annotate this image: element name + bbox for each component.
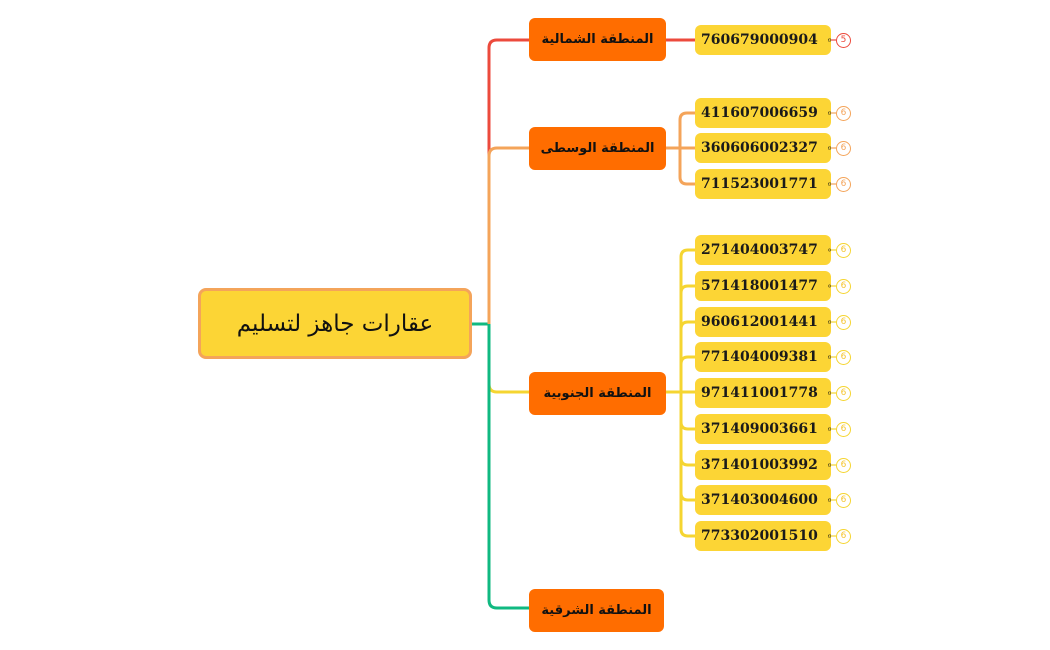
property-node[interactable]: 411607006659: [695, 98, 831, 128]
region-north[interactable]: المنطقة الشمالية: [529, 18, 666, 61]
property-number: 760679000904: [701, 32, 818, 48]
property-node[interactable]: 711523001771: [695, 169, 831, 199]
note-icon[interactable]: [828, 530, 831, 542]
count-badge[interactable]: 5: [836, 33, 851, 48]
note-icon[interactable]: [828, 423, 831, 435]
count-badge[interactable]: 6: [836, 386, 851, 401]
property-node[interactable]: 773302001510: [695, 521, 831, 551]
region-label: المنطقة الجنوبية: [543, 386, 652, 401]
count-badge[interactable]: 6: [836, 422, 851, 437]
region-east[interactable]: المنطقة الشرقية: [529, 589, 664, 632]
root-topic[interactable]: عقارات جاهز لتسليم: [198, 288, 472, 359]
region-label: المنطقة الشمالية: [541, 32, 654, 47]
root-topic-label: عقارات جاهز لتسليم: [236, 310, 434, 337]
count-badge[interactable]: 6: [836, 493, 851, 508]
count-badge[interactable]: 6: [836, 177, 851, 192]
property-number: 571418001477: [701, 278, 818, 294]
note-icon[interactable]: [828, 494, 831, 506]
note-icon[interactable]: [828, 459, 831, 471]
property-node[interactable]: 760679000904: [695, 25, 831, 55]
more-icon[interactable]: [828, 280, 831, 292]
count-badge[interactable]: 6: [836, 279, 851, 294]
region-middle[interactable]: المنطقة الوسطى: [529, 127, 666, 170]
property-node[interactable]: 371409003661: [695, 414, 831, 444]
region-south[interactable]: المنطقة الجنوبية: [529, 372, 666, 415]
more-icon[interactable]: [828, 244, 831, 256]
note-icon[interactable]: [828, 351, 831, 363]
property-number: 371409003661: [701, 421, 818, 437]
property-number: 960612001441: [701, 314, 818, 330]
property-number: 411607006659: [701, 105, 818, 121]
count-badge[interactable]: 6: [836, 529, 851, 544]
property-node[interactable]: 360606002327: [695, 133, 831, 163]
property-node[interactable]: 571418001477: [695, 271, 831, 301]
region-label: المنطقة الوسطى: [540, 141, 655, 156]
count-badge[interactable]: 6: [836, 350, 851, 365]
property-node[interactable]: 960612001441: [695, 307, 831, 337]
property-node[interactable]: 371401003992: [695, 450, 831, 480]
property-node[interactable]: 771404009381: [695, 342, 831, 372]
property-number: 371401003992: [701, 457, 818, 473]
note-icon[interactable]: [828, 34, 831, 46]
property-number: 271404003747: [701, 242, 818, 258]
count-badge[interactable]: 6: [836, 106, 851, 121]
note-icon[interactable]: [828, 142, 831, 154]
note-icon[interactable]: [828, 107, 831, 119]
property-number: 371403004600: [701, 492, 818, 508]
count-badge[interactable]: 6: [836, 315, 851, 330]
property-node[interactable]: 371403004600: [695, 485, 831, 515]
count-badge[interactable]: 6: [836, 141, 851, 156]
count-badge[interactable]: 6: [836, 243, 851, 258]
region-label: المنطقة الشرقية: [541, 603, 652, 618]
property-node[interactable]: 971411001778: [695, 378, 831, 408]
property-number: 771404009381: [701, 349, 818, 365]
note-icon[interactable]: [828, 316, 831, 328]
property-number: 360606002327: [701, 140, 818, 156]
property-number: 773302001510: [701, 528, 818, 544]
note-icon[interactable]: [828, 387, 831, 399]
count-badge[interactable]: 6: [836, 458, 851, 473]
property-number: 711523001771: [701, 176, 818, 192]
property-number: 971411001778: [701, 385, 818, 401]
note-icon[interactable]: [828, 178, 831, 190]
property-node[interactable]: 271404003747: [695, 235, 831, 265]
